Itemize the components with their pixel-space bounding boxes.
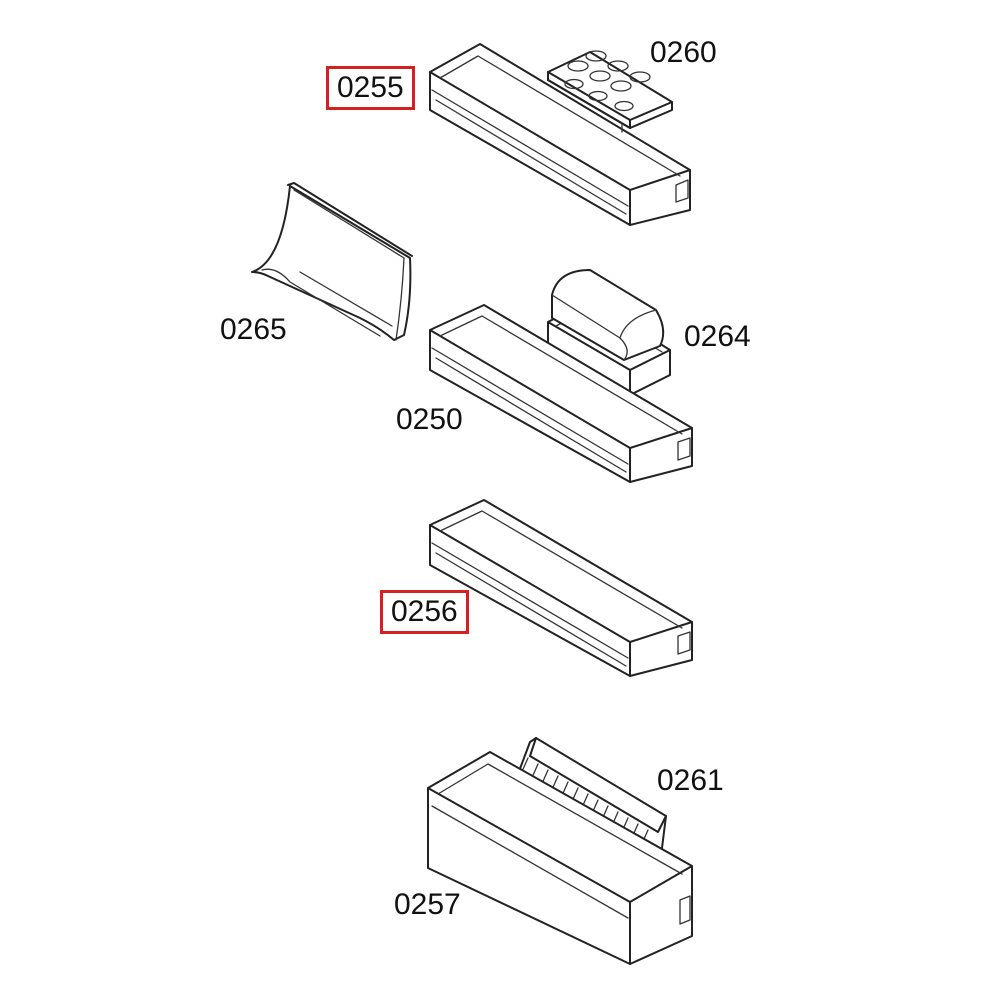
label-part-0256: 0256 — [380, 590, 469, 634]
label-part-0261: 0261 — [657, 764, 724, 797]
part-0265-drawing — [251, 182, 413, 341]
part-0256-drawing — [429, 499, 693, 677]
part-0260-drawing — [547, 50, 673, 133]
part-0255-drawing — [429, 43, 691, 226]
part-0257-drawing — [427, 751, 693, 965]
part-0264-drawing — [547, 269, 671, 396]
label-part-0257: 0257 — [394, 888, 461, 921]
label-part-0260: 0260 — [650, 36, 717, 69]
part-0250-drawing — [429, 304, 693, 483]
label-part-0255: 0255 — [326, 66, 415, 110]
label-part-0265: 0265 — [220, 313, 287, 346]
label-part-0264: 0264 — [684, 320, 751, 353]
label-part-0250: 0250 — [396, 403, 463, 436]
